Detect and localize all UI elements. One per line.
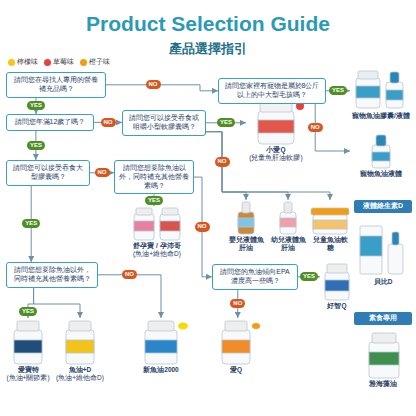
answer-badge: YES: [329, 86, 347, 95]
answer-badge: NO: [195, 222, 210, 231]
product-item: 兒童魚油軟糖: [310, 200, 350, 252]
question-box: 請問您可以接受吞食大型膠囊嗎？: [6, 160, 90, 186]
product-name: 雅海藻油: [355, 380, 411, 388]
product-name: 貝比D: [355, 278, 411, 286]
legend-item: 橙子味: [80, 58, 110, 67]
category-band: 素食專用: [354, 312, 412, 325]
flow-arrow: [194, 177, 212, 277]
question-text: 請問您年滿12歲了嗎？: [11, 118, 89, 127]
answer-badge: YES: [19, 307, 37, 316]
product-name: (魚油+維他命D): [55, 374, 105, 382]
product-item: 寵物魚油膠囊/液體: [350, 68, 412, 120]
diagram-title: Product Selection Guide: [0, 12, 416, 36]
product-name: 舒孕寶 / 孕沛哥: [127, 242, 187, 250]
flavor-swatch: [80, 59, 87, 66]
question-text: 請問您家裡有寵物是屬於8公斤以上的中大型毛孩嗎？: [223, 82, 321, 100]
product-name: (兒童魚肝油軟膠): [247, 154, 305, 162]
product-item: 貝比D: [354, 220, 412, 286]
question-box: 請問您想要除魚油以外，同時補充其他營養素嗎？: [114, 160, 194, 194]
product-name: 愛寶特: [5, 366, 51, 374]
answer-badge: YES: [27, 141, 45, 150]
question-text: 請問您想要除魚油以外，同時補充其他營養素嗎？: [11, 266, 93, 284]
question-box: 請問您可以接受吞食或咀嚼小型軟膠囊嗎？: [122, 110, 206, 136]
answer-badge: YES: [22, 219, 40, 228]
product-name: 嬰兒液體魚肝油: [227, 236, 265, 252]
product-item: 好智Q: [320, 262, 354, 310]
flow-arrow: [206, 132, 288, 200]
subtitle: 產品選擇指引: [0, 40, 416, 58]
flavor-swatch: [8, 59, 15, 66]
answer-badge: YES: [217, 118, 235, 127]
category-text: 素食專用: [356, 314, 410, 323]
answer-badge: YES: [145, 196, 163, 205]
answer-badge: NO: [215, 157, 230, 166]
product-item: 舒孕寶 / 孕沛哥(魚油+維他命D): [126, 206, 188, 258]
question-box: 請問您的魚油傾向EPA濃度高一些嗎？: [212, 264, 298, 290]
product-name: 幼兒液體魚肝油: [269, 236, 307, 252]
answer-badge: NO: [230, 299, 245, 308]
flow-arrow: [34, 288, 80, 319]
product-item: 嬰兒液體魚肝油: [226, 200, 266, 252]
question-text: 請問您在尋找人專用的營養補充品嗎？: [11, 76, 101, 94]
legend-text: 檸檬味: [17, 58, 38, 65]
flow-arrow: [98, 275, 161, 318]
product-item: 寵物魚油液體: [350, 134, 412, 178]
answer-badge: NO: [122, 270, 137, 279]
legend-text: 橙子味: [89, 58, 110, 65]
legend-text: 草莓味: [53, 58, 74, 65]
answer-badge: YES: [27, 101, 45, 110]
product-name: 魚油+D: [55, 366, 105, 374]
product-item: 幼兒液體魚肝油: [268, 200, 308, 252]
product-name: 小愛Q: [247, 146, 305, 154]
flow-arrow: [206, 132, 330, 200]
product-name: (魚油+關節素): [5, 374, 51, 382]
product-item: 魚油+D(魚油+維他命D): [54, 318, 106, 382]
product-name: 新魚油2000: [129, 366, 193, 374]
product-item: 新魚油2000: [128, 318, 194, 374]
answer-badge: NO: [146, 80, 161, 89]
question-box: 請問您在尋找人專用的營養補充品嗎？: [6, 72, 106, 98]
flow-arrow: [106, 85, 218, 91]
product-name: (魚油+維他命D): [127, 250, 187, 258]
legend: 檸檬味 草莓味 橙子味: [8, 58, 116, 67]
product-name: 寵物魚油液體: [351, 170, 411, 178]
answer-badge: NO: [308, 123, 323, 132]
product-item: 愛Q: [212, 318, 260, 374]
flavor-swatch: [44, 59, 51, 66]
flow-arrow: [206, 132, 246, 200]
question-text: 請問您可以接受吞食大型膠囊嗎？: [11, 164, 85, 182]
product-name: 寵物魚油膠囊/液體: [351, 112, 411, 120]
question-text: 請問您可以接受吞食或咀嚼小型軟膠囊嗎？: [127, 114, 201, 132]
product-item: 愛寶特(魚油+關節素): [4, 318, 52, 382]
question-text: 請問您的魚油傾向EPA濃度高一些嗎？: [217, 268, 293, 286]
question-box: 請問您年滿12歲了嗎？: [6, 114, 94, 131]
product-name: 愛Q: [213, 366, 259, 374]
answer-badge: YES: [300, 272, 318, 281]
question-box: 請問您家裡有寵物是屬於8公斤以上的中大型毛孩嗎？: [218, 78, 326, 104]
product-name: 好智Q: [321, 302, 353, 310]
answer-badge: NO: [95, 168, 110, 177]
category-text: 液體維生素D: [356, 202, 410, 211]
product-item: 小愛Q(兒童魚肝油軟膠): [246, 100, 306, 162]
category-band: 液體維生素D: [354, 200, 412, 213]
question-text: 請問您想要除魚油以外，同時補充其他營養素嗎？: [119, 164, 189, 190]
answer-badge: NO: [101, 118, 116, 127]
product-item: 雅海藻油: [354, 330, 412, 388]
legend-item: 草莓味: [44, 58, 74, 67]
product-name: 兒童魚油軟糖: [311, 236, 349, 252]
legend-item: 檸檬味: [8, 58, 38, 67]
question-box: 請問您想要除魚油以外，同時補充其他營養素嗎？: [6, 262, 98, 288]
